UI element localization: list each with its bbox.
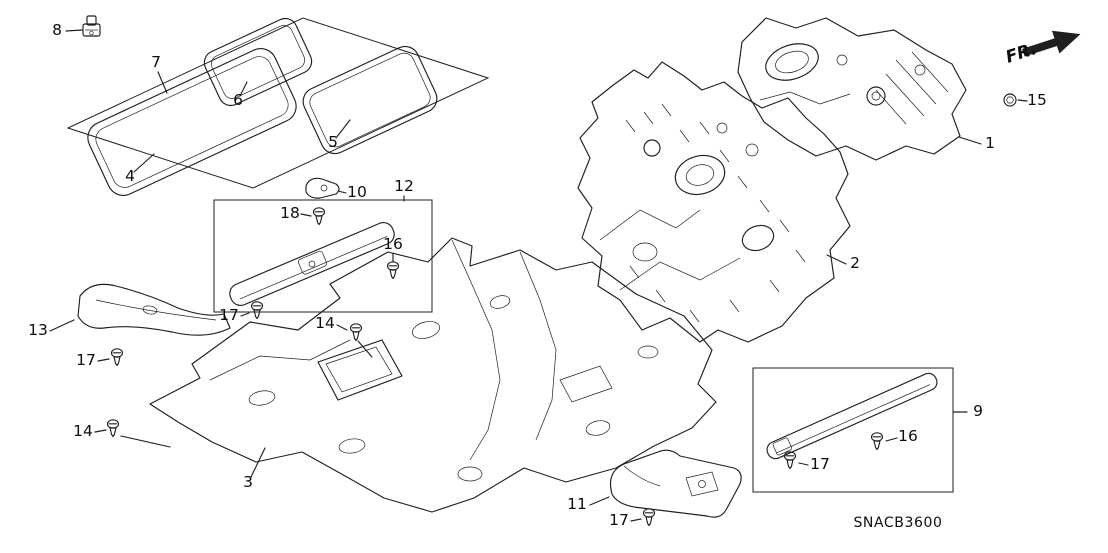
callout-11: 11 bbox=[567, 495, 587, 513]
mat-clip-part-8 bbox=[82, 15, 101, 37]
clip-icon bbox=[386, 261, 400, 280]
bracket-part-10 bbox=[305, 177, 340, 199]
callout-13: 13 bbox=[28, 321, 48, 339]
callout-1: 1 bbox=[985, 134, 995, 152]
floor-mat-passenger bbox=[302, 45, 438, 155]
clip-icon bbox=[870, 432, 884, 451]
dash-insulator-outer-outline bbox=[737, 17, 967, 161]
callout-16: 16 bbox=[383, 235, 403, 253]
dash-insulator-inner bbox=[577, 61, 851, 343]
callout-17: 17 bbox=[76, 351, 96, 369]
diagram-code: SNACB3600 bbox=[853, 515, 942, 531]
callout-3: 3 bbox=[243, 473, 253, 491]
callout-16: 16 bbox=[898, 427, 918, 445]
dash-insulator-inner-outline bbox=[577, 61, 851, 343]
sill-garnish-front bbox=[229, 222, 395, 306]
floor-mat-driver bbox=[87, 48, 297, 196]
callout-7: 7 bbox=[151, 53, 161, 71]
side-garnish-left bbox=[77, 283, 231, 336]
mat-set-outline bbox=[66, 17, 490, 189]
callout-12: 12 bbox=[394, 177, 414, 195]
callout-5: 5 bbox=[328, 133, 338, 151]
dash-insulator-outer bbox=[737, 17, 967, 161]
detail-box-12 bbox=[213, 199, 433, 313]
callout-6: 6 bbox=[233, 91, 243, 109]
callout-2: 2 bbox=[850, 254, 860, 272]
clip-icon bbox=[110, 348, 124, 367]
sill-garnish-rear-group bbox=[752, 367, 954, 493]
fr-label: FR. bbox=[1003, 39, 1039, 68]
floor-mat-rear bbox=[203, 17, 313, 107]
callout-15: 15 bbox=[1027, 91, 1047, 109]
callout-18: 18 bbox=[280, 204, 300, 222]
floor-carpet bbox=[149, 237, 717, 513]
callout-17: 17 bbox=[219, 306, 239, 324]
callout-10: 10 bbox=[347, 183, 367, 201]
fasteners bbox=[106, 207, 884, 527]
callout-17: 17 bbox=[609, 511, 629, 529]
fr-direction: FR. bbox=[1003, 30, 1081, 68]
callout-8: 8 bbox=[52, 21, 62, 39]
detail-box-9 bbox=[752, 367, 954, 493]
sill-garnish-front-group bbox=[213, 199, 433, 313]
callout-14: 14 bbox=[315, 314, 335, 332]
callout-labels: 8 7 6 5 4 10 18 12 16 17 14 13 17 14 3 1… bbox=[28, 21, 1047, 529]
floor-carpet-outline bbox=[149, 237, 717, 513]
sill-garnish-rear bbox=[766, 372, 938, 460]
callout-4: 4 bbox=[125, 167, 135, 185]
console-garnish bbox=[609, 449, 742, 518]
clip-icon bbox=[642, 508, 656, 527]
floor-mat-set bbox=[66, 17, 490, 196]
fr-arrow-icon bbox=[1022, 30, 1081, 57]
leader-lines bbox=[49, 29, 1028, 522]
screw-icon bbox=[312, 207, 326, 226]
callout-9: 9 bbox=[973, 402, 983, 420]
callout-14: 14 bbox=[73, 422, 93, 440]
callout-17: 17 bbox=[810, 455, 830, 473]
nut-part-15 bbox=[1003, 93, 1017, 107]
clip-icon bbox=[250, 301, 264, 320]
clip-icon bbox=[349, 323, 363, 342]
clip-icon bbox=[106, 419, 120, 438]
